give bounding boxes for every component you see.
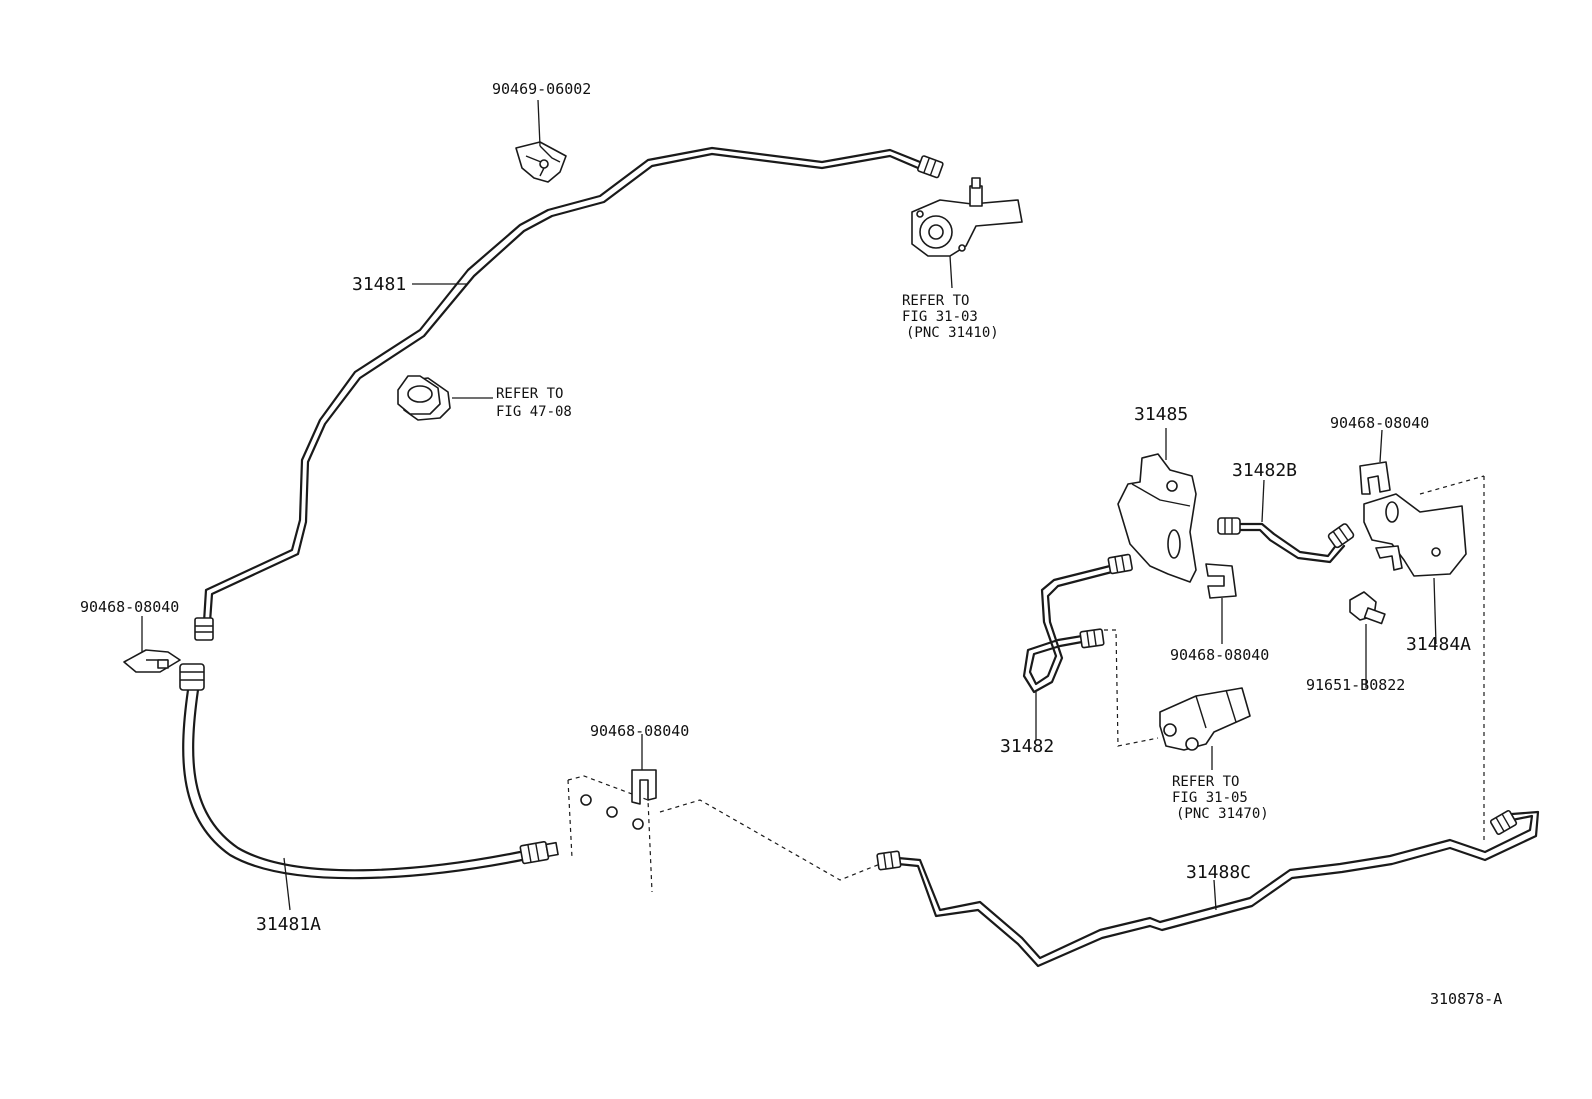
grommet [397,375,451,421]
flare-nut-31482-lower [1079,628,1105,649]
clutch-hose-31481A [179,663,559,880]
label-31481: 31481 [352,274,406,295]
label-31484A: 31484A [1406,634,1471,655]
label-31488C: 31488C [1186,862,1251,883]
leader-ref-31-03 [949,255,953,289]
label-31481A: 31481A [256,914,321,935]
label-ref-47-08-line1: REFER TO [496,386,563,402]
clip-90468-08040-left [123,649,181,673]
label-91651-B0822: 91651-B0822 [1306,676,1405,694]
clutch-pipe-31481 [194,146,944,641]
label-ref-31-05-line1: REFER TO [1172,774,1239,790]
label-ref-31-05-line2: FIG 31-05 [1172,790,1248,806]
label-90468-08040-center: 90468-08040 [1170,646,1269,664]
flare-nut-31488C-left [876,850,902,871]
label-figure-code: 310878-A [1430,990,1502,1008]
flare-nut-31482B-left [1217,517,1241,535]
label-31482B: 31482B [1232,460,1297,481]
clip-90468-08040-right [1359,461,1391,495]
clutch-pipe-31482B [1217,517,1355,564]
clutch-pipe-31482 [1022,553,1133,694]
flare-nut-31481-lower [194,617,214,641]
hose-end-fitting-lower [519,841,559,865]
bolt-91651-B0822 [1349,591,1386,625]
clutch-master-cylinder [911,177,1023,257]
bracket-31484A [1363,493,1467,577]
label-ref-31-03-line1: REFER TO [902,293,969,309]
leader-31484A [1433,577,1437,645]
leader-90468-08040-right [1379,429,1383,463]
label-90468-08040-mid: 90468-08040 [590,722,689,740]
flare-nut-31488C-right [1489,810,1518,835]
label-ref-31-05-line3: (PNC 31470) [1176,806,1269,822]
label-31482: 31482 [1000,736,1054,757]
dashed-routing-line-1 [659,799,891,881]
leader-31488C [1213,879,1217,911]
flare-nut-31481-upper [917,155,944,179]
flare-nut-31482-upper [1107,553,1133,575]
hose-end-fitting-upper [179,663,205,691]
label-90468-08040-left: 90468-08040 [80,598,179,616]
clamp-90469-06002 [515,141,567,183]
dashed-routing-line-3 [1419,475,1485,495]
label-ref-47-08-line2: FIG 47-08 [496,404,572,420]
leader-31481A [283,857,291,911]
clip-90468-08040-mid [631,769,657,805]
label-90469-06002: 90469-06002 [492,80,591,98]
label-90468-08040-right: 90468-08040 [1330,414,1429,432]
clutch-release-cylinder [1159,687,1251,751]
flare-nut-31482B-right [1327,523,1355,549]
label-31485: 31485 [1134,404,1188,425]
clutch-pipe-31488C [876,810,1540,968]
body-bracket-left [567,775,653,893]
dashed-routing-line-4 [1104,629,1159,747]
label-ref-31-03-line2: FIG 31-03 [902,309,978,325]
label-ref-31-03-line3: (PNC 31410) [906,325,999,341]
clip-90468-08040-center [1205,563,1237,599]
bracket-31485 [1117,453,1197,583]
leader-31482B [1261,479,1265,523]
leader-90469-06002 [537,99,541,147]
